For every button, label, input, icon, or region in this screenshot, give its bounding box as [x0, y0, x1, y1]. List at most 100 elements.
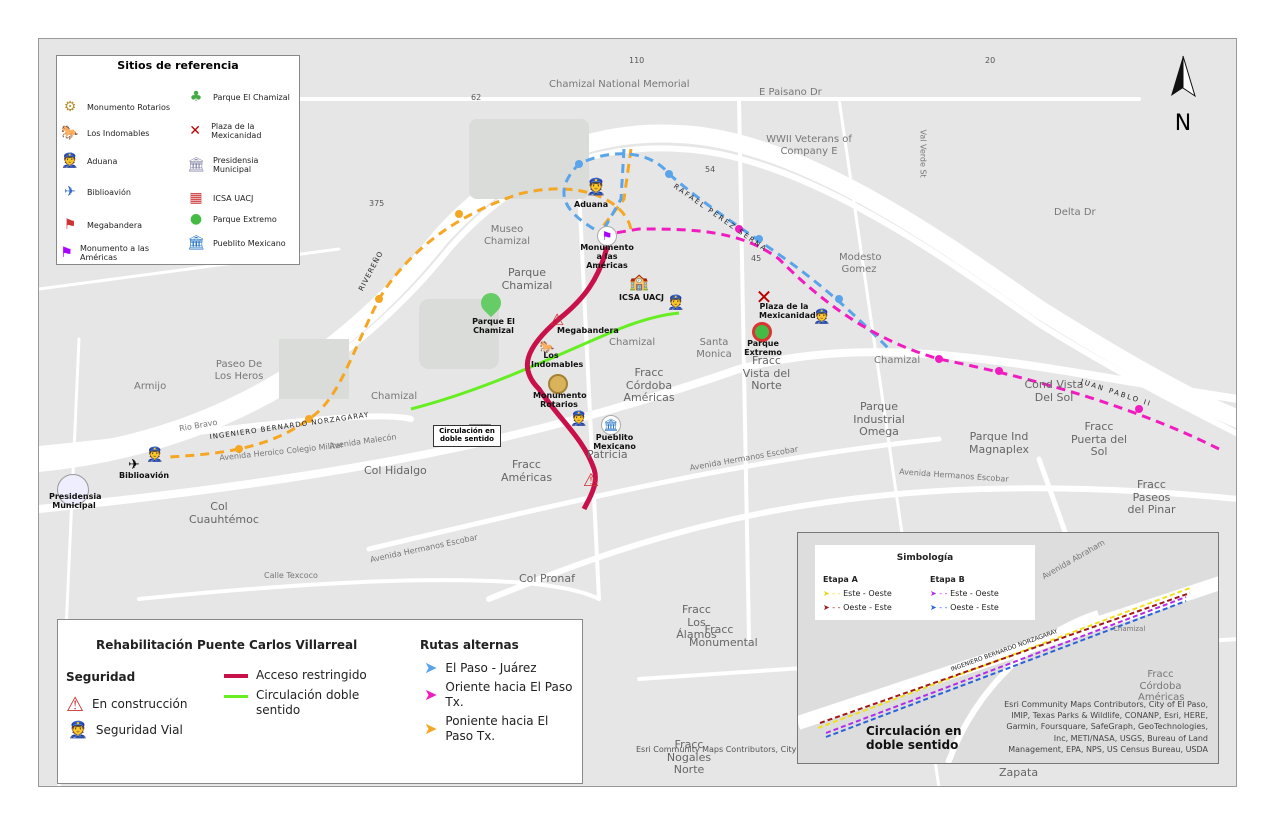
inset-legend-item: Oeste - Este — [843, 603, 892, 612]
poi-label: Pueblito Mexicano — [593, 433, 636, 452]
map-label: Fracc Puerta del Sol — [1070, 420, 1128, 459]
poi-label: Plaza de la Mexicanidad — [759, 302, 816, 321]
presidencia-icon[interactable] — [57, 474, 89, 506]
inset-legend: Simbología Etapa A Etapa B ➤ - - Este - … — [815, 545, 1035, 620]
poi-label: Monumento a las Américas — [580, 243, 634, 271]
megabandera-icon: ⚑ — [63, 217, 77, 233]
map-label: Fracc Córdoba Américas — [623, 366, 675, 405]
horse-icon[interactable]: 🐎 — [539, 340, 555, 354]
arrow-blue-icon: ➤ — [424, 658, 438, 677]
police-icon[interactable]: 👮 — [667, 295, 685, 311]
dash-purple-icon: ➤ - - — [930, 589, 951, 598]
map-label: Fracc Nogales Norte — [666, 738, 712, 777]
poi-label: Monumento Rotarios — [533, 391, 587, 410]
map-label: Paseo De Los Heros — [214, 359, 264, 382]
map-label: Delta Dr — [1054, 207, 1096, 218]
police-icon[interactable]: 👮 — [813, 309, 831, 325]
legend-item: En construcción — [91, 697, 188, 711]
plaza-x-icon[interactable]: ✕ — [755, 285, 773, 309]
map-label: Zapata — [999, 766, 1039, 779]
inset-basemap — [798, 576, 1218, 763]
north-label: N — [1175, 111, 1191, 136]
aduana-icon[interactable]: 👮 — [586, 176, 606, 196]
route-el-paso-juarez — [562, 152, 891, 351]
ref-item: ICSA UACJ — [213, 193, 254, 203]
ref-item: Monumento a las Américas — [79, 244, 150, 262]
construction-icon: ⚠ — [66, 692, 84, 716]
inset-attribution: Esri Community Maps Contributors, City o… — [1004, 700, 1208, 754]
police-icon[interactable]: 👮 — [570, 411, 588, 427]
police-icon: 👮 — [68, 720, 88, 739]
map-label: Santa Monica — [696, 337, 732, 360]
dash-blue-icon: ➤ - - — [930, 603, 951, 612]
ref-item: Plaza de la Mexicanidad — [211, 122, 262, 140]
map-label: Fracc Vista del Norte — [742, 354, 791, 393]
construction-icon[interactable]: ⚠ — [549, 309, 565, 329]
ref-item: Parque El Chamizal — [213, 92, 290, 102]
route-oriente — [608, 227, 1220, 451]
legend-item: El Paso - Juárez — [445, 660, 537, 675]
ref-item: Biblioavión — [87, 187, 131, 197]
map-label: Fracc Monumental — [689, 623, 758, 649]
inset-legend-item: Este - Oeste — [843, 589, 892, 598]
circulacion-line-icon — [224, 695, 248, 698]
legend-item: Oriente hacia El Paso Tx. — [445, 680, 573, 709]
map-label: Parque Ind Magnaplex — [969, 430, 1030, 456]
map-label: E Paisano Dr — [759, 87, 822, 98]
map-label: Fracc Paseos del Pinar — [1127, 478, 1176, 517]
inset-legend-item: Oeste - Este — [950, 603, 999, 612]
route-acceso-restringido — [524, 246, 610, 511]
pueblito-icon[interactable]: 🏛 — [601, 415, 621, 435]
map-label: 375 — [369, 199, 385, 208]
map-label: 20 — [985, 56, 996, 65]
inset-map[interactable]: INGENIERO BERNARDO NORZAGARAY Avenida Ab… — [797, 532, 1219, 764]
inset-legend-item: Este - Oeste — [950, 589, 999, 598]
ref-item: Monumento Rotarios — [87, 102, 171, 112]
biblioavion-icon[interactable]: ✈ — [128, 457, 140, 473]
arrow-orange-icon: ➤ — [424, 719, 438, 738]
biblioavion-icon: ✈ — [64, 184, 76, 200]
map-label: Chamizal — [874, 355, 921, 366]
ref-item: Presidensia Municipal — [212, 156, 259, 174]
routes-title: Rutas alternas — [420, 638, 519, 652]
route-circulacion-doble — [410, 311, 680, 411]
poi-label: ICSA UACJ — [619, 293, 665, 302]
map-label: Parque Chamizal — [501, 266, 553, 292]
rotary-icon[interactable] — [548, 374, 568, 394]
inset-label: Chamizal — [1113, 625, 1146, 633]
map-label: Armijo — [134, 381, 167, 392]
parque-extremo-icon[interactable] — [752, 322, 772, 342]
map-label: Cond Vista Del Sol — [1024, 378, 1084, 404]
map-label: Chamizal National Memorial — [549, 79, 690, 90]
poi-label: Presidensia Municipal — [49, 492, 102, 511]
map-label: Val Verde St — [918, 129, 928, 178]
building-icon[interactable]: 🏫 — [629, 271, 649, 291]
inset-legend-title: Simbología — [896, 553, 954, 563]
poi-label: Biblioavión — [119, 471, 170, 480]
ref-item: Los Indomables — [87, 128, 150, 138]
police-icon[interactable]: 👮 — [146, 447, 164, 463]
reference-sites-panel: Sitios de referencia ⚙Monumento Rotarios… — [56, 55, 300, 265]
map-label: 45 — [751, 254, 762, 263]
legend-item: Seguridad Vial — [95, 722, 183, 737]
flag-icon[interactable]: ⚑ — [597, 226, 617, 246]
map-label: Col Pronaf — [519, 572, 575, 585]
main-legend: Rehabilitación Puente Carlos Villarreal … — [57, 619, 583, 784]
legend-item: Poniente hacia El Paso Tx. — [445, 714, 549, 743]
inset-label: Fracc Córdoba Américas — [1138, 669, 1185, 703]
ref-item: Pueblito Mexicano — [213, 238, 286, 248]
ref-item: Aduana — [87, 156, 118, 166]
map-label: Chamizal — [609, 337, 656, 348]
map-attribution: Esri Community Maps Contributors, City o… — [636, 745, 838, 754]
pueblito-icon: 🏛 — [187, 235, 205, 251]
map-label: WWII Veterans of Company E — [766, 134, 852, 157]
aduana-icon: 👮 — [61, 153, 79, 169]
map-label: Patricia — [587, 448, 628, 461]
horse-icon: 🐎 — [61, 125, 79, 141]
plaza-x-icon: ✕ — [189, 123, 201, 139]
map-label: Museo Chamizal — [483, 224, 531, 247]
arrow-pink-icon: ➤ — [424, 685, 438, 704]
parque-extremo-icon: ● — [189, 211, 203, 227]
ref-item: Megabandera — [87, 220, 143, 230]
construction-icon[interactable]: ⚠ — [582, 469, 600, 491]
